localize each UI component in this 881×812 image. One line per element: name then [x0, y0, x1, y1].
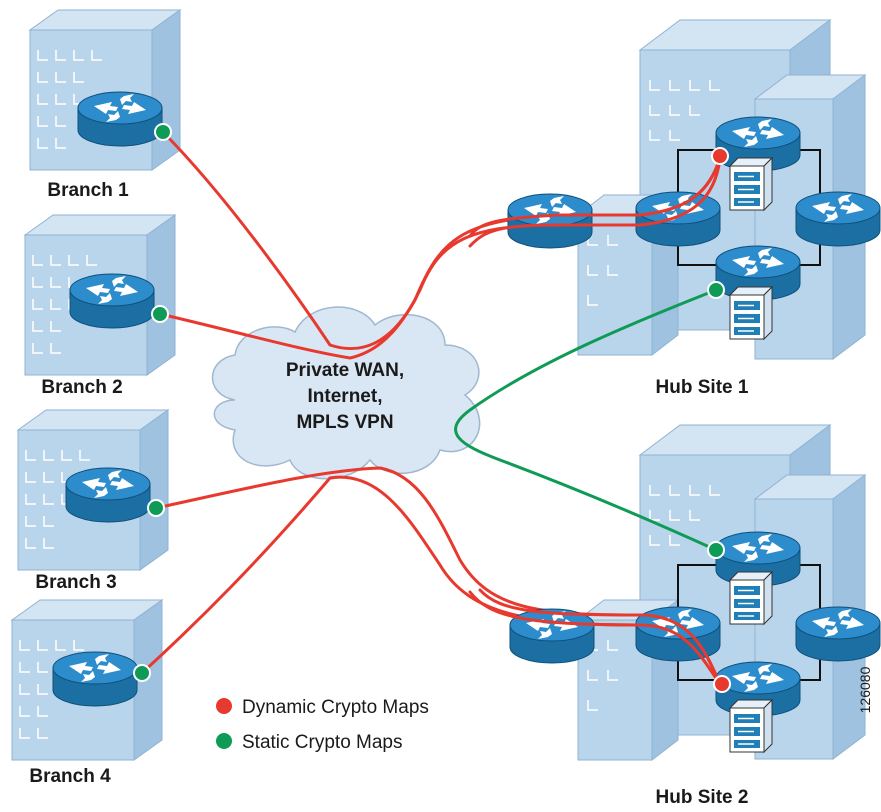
cloud-line-2: Internet,: [308, 386, 383, 407]
hub2-static-dot: [707, 541, 725, 559]
branch-4-static-dot: [133, 664, 151, 682]
branch-3-router: [65, 467, 151, 523]
legend-dynamic-icon: [216, 698, 232, 714]
hub2-appliance-bottom: [729, 699, 773, 753]
hub2-router-right: [795, 606, 881, 662]
hub1-edge-router: [507, 193, 593, 249]
branch-1-label: Branch 1: [47, 180, 129, 201]
branch-3-label: Branch 3: [35, 572, 116, 593]
branch-2-label: Branch 2: [41, 377, 122, 398]
branch-1-router: [77, 91, 163, 147]
branch-4-router: [52, 651, 138, 707]
hub1-dynamic-dot: [711, 147, 729, 165]
branch-1-static-dot: [154, 123, 172, 141]
branch-3-static-dot: [147, 499, 165, 517]
hub-site-2-label: Hub Site 2: [656, 787, 749, 808]
figure-id: 126080: [857, 666, 873, 713]
legend: Dynamic Crypto Maps Static Crypto Maps: [216, 697, 429, 753]
hub-site-1-label: Hub Site 1: [656, 377, 749, 398]
hub2-appliance-top: [729, 571, 773, 625]
legend-dynamic-label: Dynamic Crypto Maps: [242, 697, 429, 718]
branch-2-static-dot: [151, 305, 169, 323]
branch-2-router: [69, 273, 155, 329]
hub-site-2-buildings: [577, 424, 866, 761]
cloud-line-1: Private WAN,: [286, 360, 404, 381]
legend-static-label: Static Crypto Maps: [242, 732, 403, 753]
hub1-static-dot: [707, 281, 725, 299]
branch-4-label: Branch 4: [29, 766, 111, 787]
legend-static-icon: [216, 733, 232, 749]
hub-site-1-buildings: [577, 19, 866, 360]
hub1-router-mid: [635, 191, 721, 247]
hub1-router-right: [795, 191, 881, 247]
hub2-dynamic-dot: [713, 675, 731, 693]
cloud-line-3: MPLS VPN: [296, 412, 393, 433]
endpoint-dots: [133, 123, 731, 693]
hub1-appliance-top: [729, 157, 773, 211]
hub1-appliance-bottom: [729, 286, 773, 340]
link-hub1-hub2-static: [454, 288, 718, 552]
wan-cloud: [211, 306, 481, 480]
branch-1-building: [29, 9, 181, 171]
